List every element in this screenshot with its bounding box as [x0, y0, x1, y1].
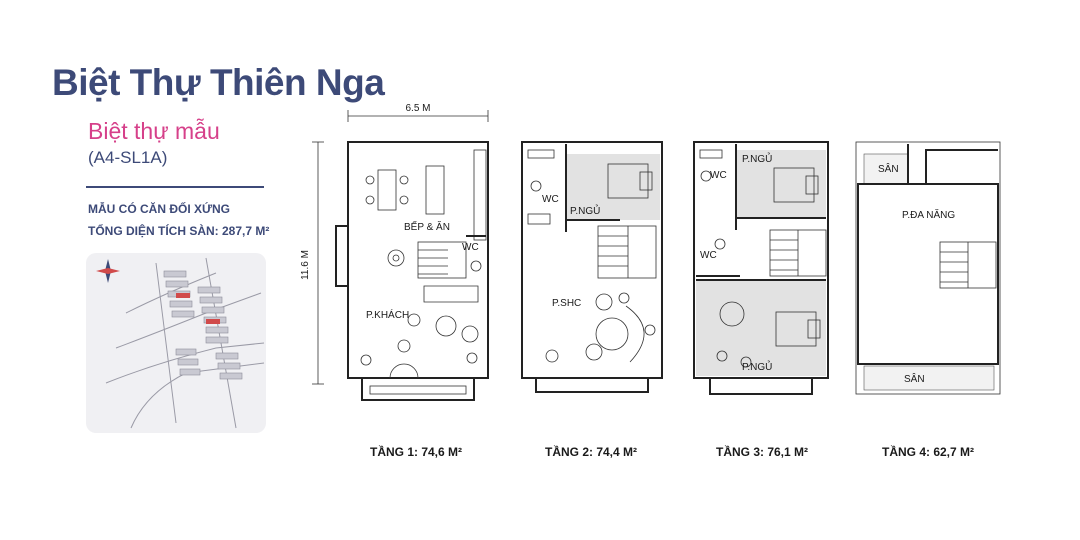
compass-icon — [96, 259, 120, 283]
floor4-terrace-bottom-label: SÂN — [904, 372, 925, 385]
depth-label: 11.6 M — [300, 250, 311, 280]
width-label: 6.5 M — [405, 103, 430, 114]
subtitle: Biệt thự mẫu — [88, 118, 220, 144]
floor1-wc-label: WC — [462, 242, 479, 253]
floor3-caption: TẦNG 3: 76,1 M² — [716, 445, 809, 459]
floor-1-plan — [335, 141, 489, 401]
symmetric-note: MẪU CÓ CĂN ĐỐI XỨNG — [88, 202, 230, 216]
total-area-note: TỔNG DIỆN TÍCH SÀN: 287,7 M² — [88, 224, 270, 238]
floor-3-plan — [693, 141, 829, 395]
highlight-lot — [176, 293, 190, 298]
highlight-lot — [206, 319, 220, 324]
floor1-living-label: P.KHÁCH — [366, 308, 409, 321]
site-map — [86, 253, 266, 433]
depth-dimension — [312, 141, 324, 385]
floor4-terrace-top-label: SÂN — [878, 162, 899, 175]
floor1-kitchen-label: BẾP & ĂN — [404, 220, 450, 233]
floor2-caption: TẦNG 2: 74,4 M² — [545, 445, 638, 459]
floor-4-plan — [855, 141, 1001, 395]
floor1-caption: TẦNG 1: 74,6 M² — [370, 445, 463, 459]
floor3-bedroom-bottom-label: P.NGỦ — [742, 360, 772, 373]
divider — [86, 186, 264, 188]
page-title: Biệt Thự Thiên Nga — [52, 62, 385, 103]
floor3-wc-top-label: WC — [710, 170, 727, 181]
floor3-wc-mid-label: WC — [700, 250, 717, 261]
floor3-bedroom-top-label: P.NGỦ — [742, 152, 772, 165]
floor4-caption: TẦNG 4: 62,7 M² — [882, 445, 975, 459]
floor4-multipurpose-label: P.ĐA NĂNG — [902, 208, 955, 221]
width-dimension — [347, 110, 489, 122]
floor2-bedroom-label: P.NGỦ — [570, 204, 600, 217]
model-code: (A4-SL1A) — [88, 148, 168, 167]
floor-2-plan — [521, 141, 663, 393]
site-map-drawing — [96, 257, 265, 429]
floor2-wc-label: WC — [542, 194, 559, 205]
floor2-family-label: P.SHC — [552, 298, 581, 309]
